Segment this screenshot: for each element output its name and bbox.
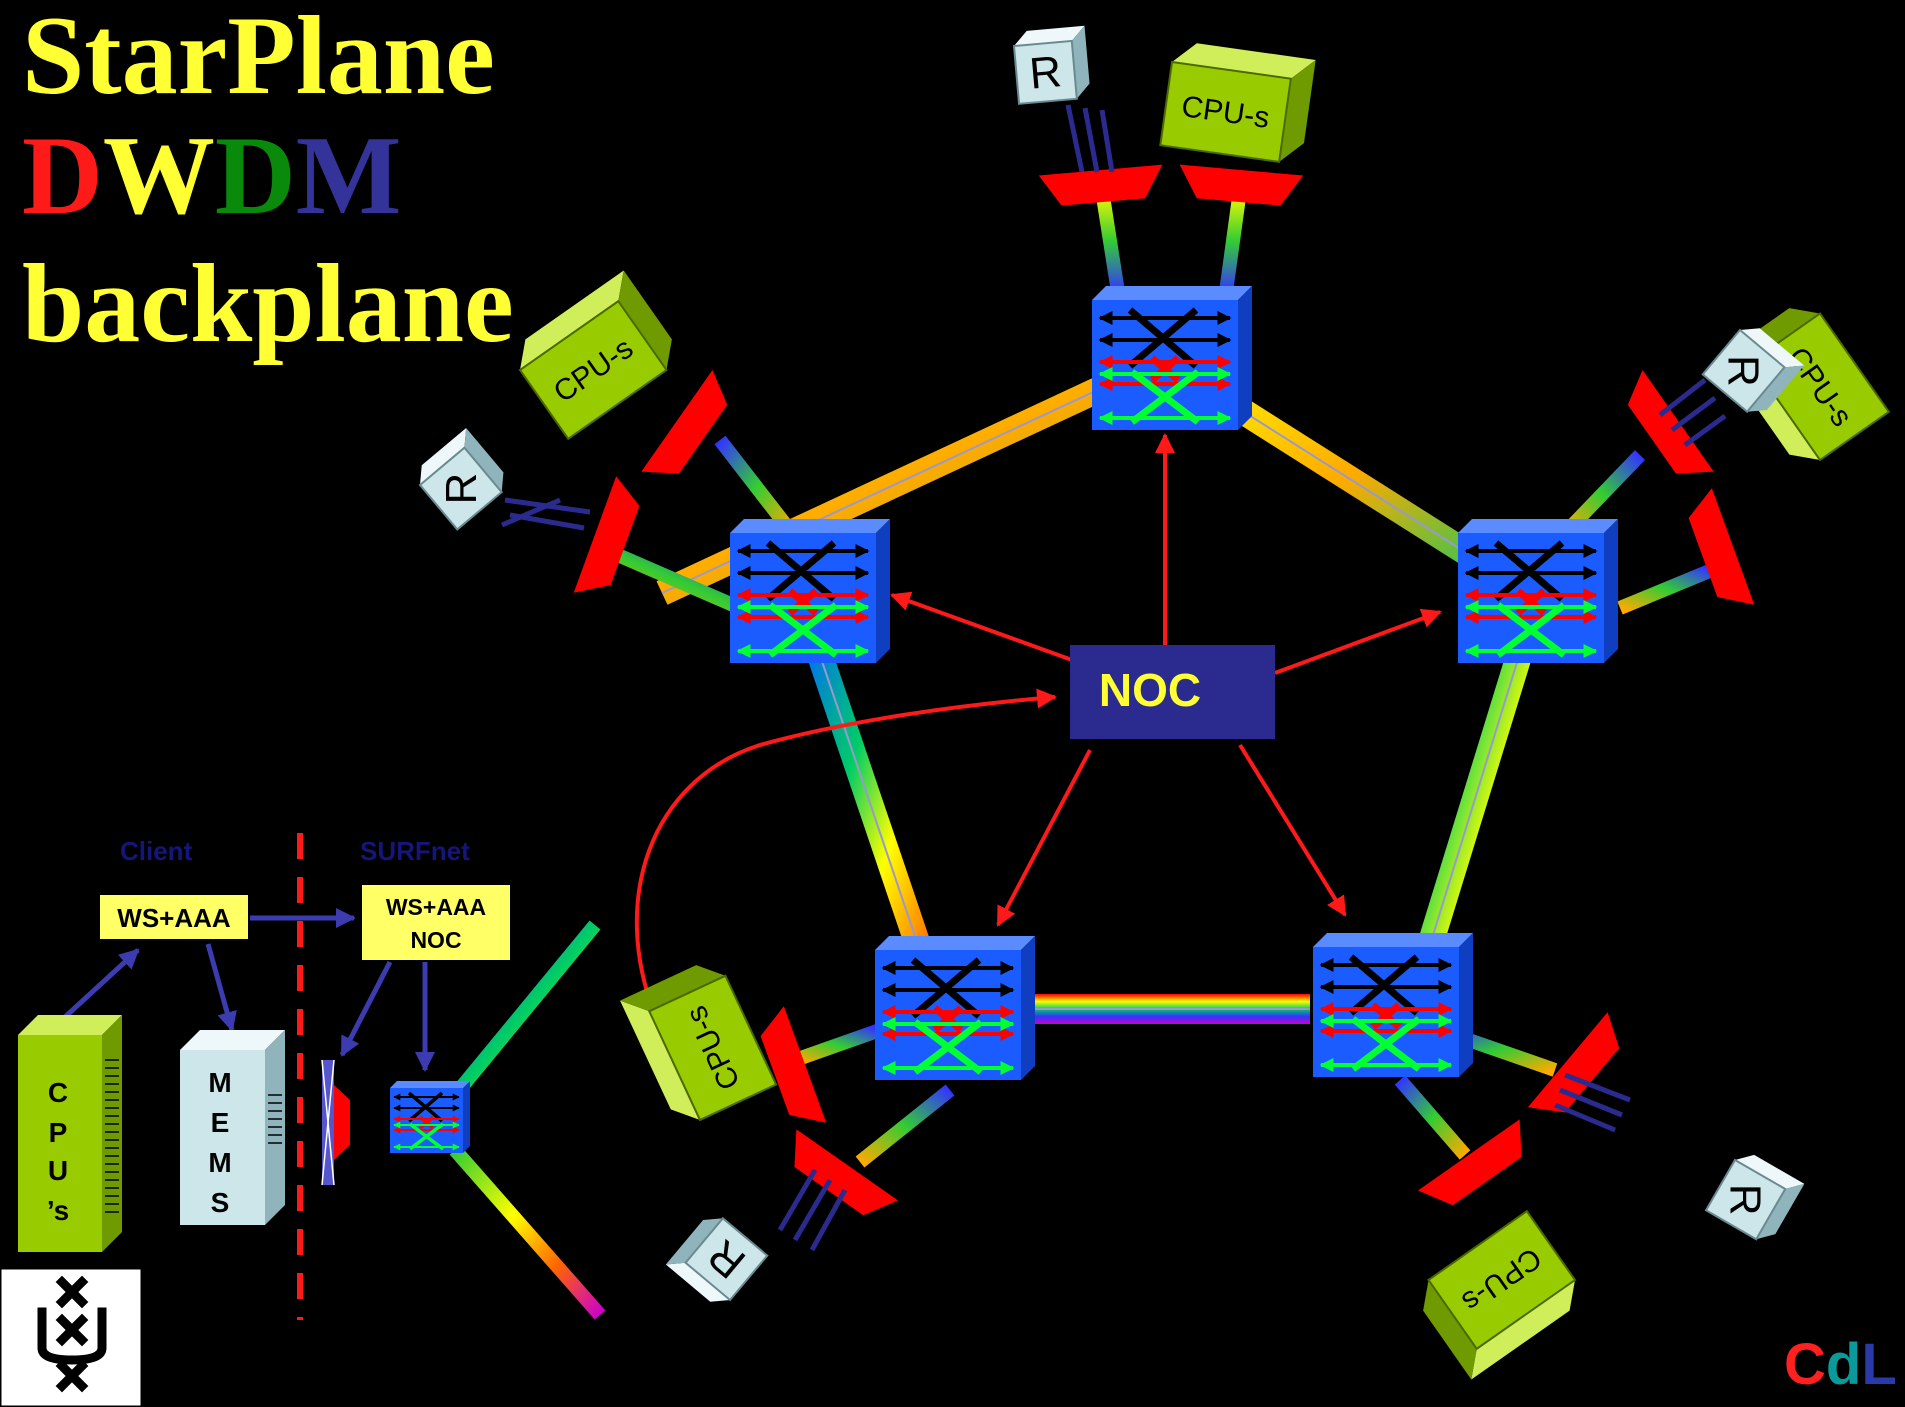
svg-text:R: R bbox=[437, 473, 486, 505]
mux-icon bbox=[641, 370, 739, 490]
svg-text:P: P bbox=[49, 1117, 68, 1148]
svg-text:WS+AAA: WS+AAA bbox=[117, 903, 231, 933]
cpu-box-icon-bottom-right: CPU-s bbox=[1409, 1210, 1589, 1381]
inset-link-down bbox=[449, 1145, 606, 1320]
mux-icon bbox=[573, 476, 647, 604]
router-box-icon-top: R bbox=[1011, 24, 1092, 105]
svg-text:M: M bbox=[208, 1147, 231, 1178]
svg-text:U: U bbox=[48, 1155, 68, 1186]
noc-control-arrows bbox=[634, 433, 1442, 1016]
noc-box: NOC bbox=[1070, 645, 1275, 739]
ws-aaa-client-box: WS+AAA bbox=[100, 895, 248, 939]
title-dwdm: DWDM bbox=[22, 114, 402, 238]
svg-text:WS+AAA: WS+AAA bbox=[386, 894, 486, 920]
svg-text:C: C bbox=[48, 1077, 68, 1108]
mux-icon bbox=[1418, 1119, 1538, 1217]
cdl-logo: CdL bbox=[1784, 1332, 1897, 1397]
cpu-box-icon-right: CPU-s bbox=[1719, 294, 1890, 474]
svg-text:S: S bbox=[211, 1187, 230, 1218]
cpu-box-icon-left: CPU-s bbox=[506, 269, 686, 440]
mux-icon bbox=[1038, 164, 1166, 208]
optical-switch-icon-right bbox=[1458, 519, 1618, 663]
cpu-box-icon-bottom-left: CPU-s bbox=[619, 954, 778, 1131]
mux-icon bbox=[1176, 164, 1304, 208]
uva-logo bbox=[0, 1266, 144, 1407]
svg-text:R: R bbox=[1719, 355, 1768, 387]
svg-text:R: R bbox=[1721, 1184, 1770, 1216]
router-box-icon-bottom-right: R bbox=[1705, 1146, 1806, 1248]
optical-switch-icon-bottom-left bbox=[875, 936, 1035, 1080]
svg-text:E: E bbox=[211, 1107, 230, 1138]
cpus-tower-icon: C P U ’s bbox=[18, 1015, 122, 1252]
router-stubs bbox=[501, 104, 1727, 1252]
svg-text:M: M bbox=[208, 1067, 231, 1098]
mems-tower-icon: M E M S bbox=[180, 1030, 285, 1225]
router-box-icon-right: R bbox=[1701, 318, 1806, 422]
title-starplane: StarPlane bbox=[22, 0, 495, 118]
router-box-icon-left: R bbox=[410, 426, 514, 531]
surfnet-label: SURFnet bbox=[360, 836, 470, 866]
svg-text:’s: ’s bbox=[47, 1195, 69, 1226]
svg-text:NOC: NOC bbox=[410, 927, 461, 953]
svg-text:R: R bbox=[1027, 47, 1063, 99]
router-box-icon-bottom-left: R bbox=[664, 1208, 769, 1312]
title-backplane: backplane bbox=[22, 242, 514, 366]
mux-icon bbox=[1681, 488, 1755, 616]
inset-switch-icon bbox=[390, 1081, 470, 1153]
inset-mux-icon bbox=[321, 1059, 350, 1186]
optical-switch-icon-bottom-right bbox=[1313, 933, 1473, 1077]
inset-diagram: Client SURFnet WS+AAA WS+AAA NOC bbox=[18, 833, 606, 1320]
ws-aaa-noc-box: WS+AAA NOC bbox=[362, 885, 510, 960]
client-label: Client bbox=[120, 836, 193, 866]
inset-link-up bbox=[449, 920, 601, 1100]
optical-switch-icon-left bbox=[730, 519, 890, 663]
optical-switch-icon-top bbox=[1092, 286, 1252, 430]
noc-label: NOC bbox=[1099, 664, 1201, 716]
cpu-box-icon-top: CPU-s bbox=[1159, 39, 1317, 166]
